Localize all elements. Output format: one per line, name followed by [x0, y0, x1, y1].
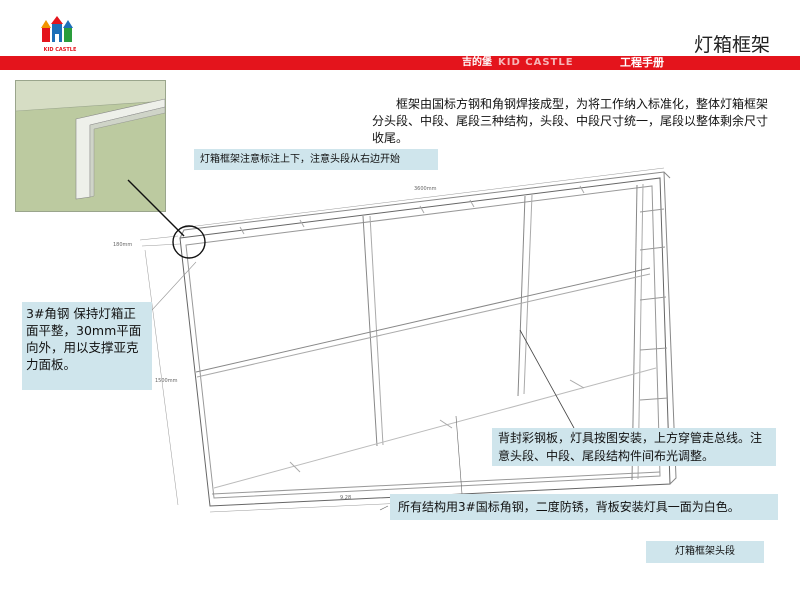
intro-text: 框架由国标方钢和角钢焊接成型，为将工作纳入标准化，整体灯箱框架分头段、中段、尾段…	[372, 97, 769, 145]
caption: 灯箱框架头段	[646, 541, 764, 563]
kid-castle-logo: KID CASTLE	[36, 14, 84, 54]
brand-cn: 吉的堡	[462, 57, 492, 68]
dim-height: 1500mm	[155, 378, 178, 384]
page-title: 灯箱框架	[693, 34, 770, 56]
brand-label: 吉的堡 KID CASTLE	[462, 56, 574, 70]
note-left: 3#角钢 保持灯箱正面平整，30mm平面向外，用以支撑亚克力面板。	[22, 302, 152, 390]
dim-depth: 180mm	[113, 242, 132, 248]
manual-label: 工程手册	[620, 56, 664, 69]
logo-text: KID CASTLE	[44, 47, 77, 53]
brand-en: KID CASTLE	[498, 57, 574, 68]
note-bottom: 所有结构用3#国标角钢，二度防锈，背板安装灯具一面为白色。	[390, 494, 778, 520]
dim-length: 3600mm	[414, 186, 437, 192]
note-right: 背封彩钢板，灯具按图安装，上方穿管走总线。注意头段、中段、尾段结构件间布光调整。	[492, 428, 776, 466]
dim-small: 9.28	[340, 495, 351, 501]
note-top: 灯箱框架注意标注上下，注意头段从右边开始	[194, 149, 438, 170]
corner-detail-image	[15, 80, 166, 212]
header-bar: 吉的堡 KID CASTLE 工程手册	[0, 56, 800, 70]
